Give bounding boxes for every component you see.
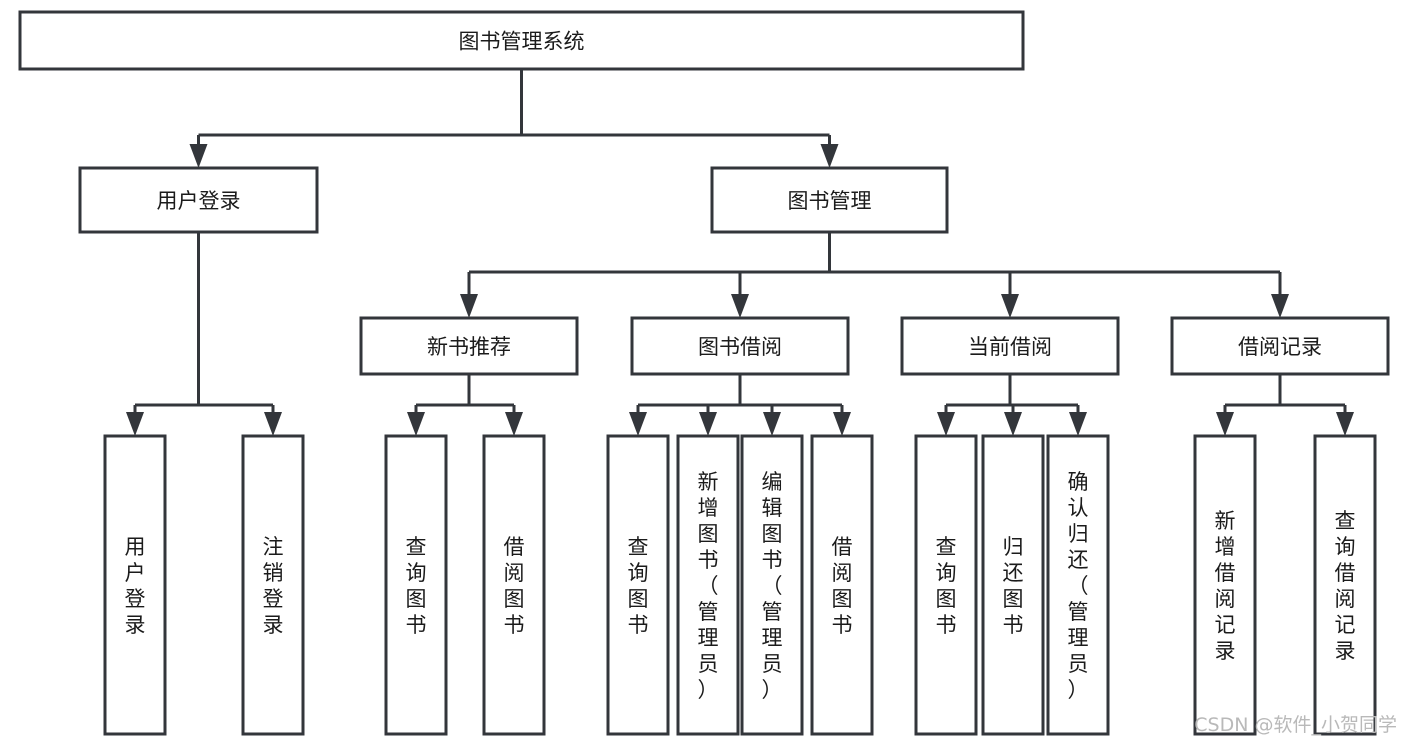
node-borrow-record[interactable]: 借阅记录 [1170, 316, 1390, 376]
node-label: 确认归还（管理员） [1068, 470, 1089, 702]
node-leaf-confirm-return-admin[interactable]: 确认归还（管理员） [1046, 434, 1110, 736]
node-user-login[interactable]: 用户登录 [78, 166, 319, 234]
node-label: 新增图书（管理员） [698, 470, 719, 702]
node-label: 借阅图书 [832, 535, 853, 637]
arrow-head-icon [699, 412, 717, 436]
arrow-head-icon [820, 144, 839, 168]
arrow-head-icon [1001, 294, 1019, 318]
node-leaf-query-book-current[interactable]: 查询图书 [914, 434, 978, 736]
arrow-head-icon [833, 412, 851, 436]
arrow-head-icon [629, 412, 647, 436]
arrow-head-icon [1271, 294, 1289, 318]
node-label: 查询借阅记录 [1335, 509, 1356, 663]
node-book-management[interactable]: 图书管理 [710, 166, 949, 234]
node-leaf-return-book[interactable]: 归还图书 [981, 434, 1045, 736]
node-label: 借阅图书 [504, 535, 525, 637]
node-label: 查询图书 [406, 535, 427, 637]
node-label: 查询图书 [936, 535, 957, 637]
node-label: 编辑图书（管理员） [762, 470, 783, 702]
node-leaf-query-book-borrow[interactable]: 查询图书 [606, 434, 670, 736]
arrow-head-icon [460, 294, 478, 318]
node-leaf-query-book-recommend[interactable]: 查询图书 [384, 434, 448, 736]
arrow-head-icon [1069, 412, 1087, 436]
node-boxes: 图书管理系统用户登录图书管理新书推荐图书借阅当前借阅借阅记录用户登录注销登录查询… [18, 10, 1390, 736]
node-undefined[interactable]: 图书管理系统 [18, 10, 1025, 71]
arrow-head-icon [1216, 412, 1234, 436]
arrow-head-icon [126, 412, 144, 436]
arrow-head-icon [763, 412, 781, 436]
node-label: 归还图书 [1003, 535, 1024, 637]
arrow-head-icon [937, 412, 955, 436]
node-book-borrow[interactable]: 图书借阅 [630, 316, 850, 376]
node-label: 注销登录 [263, 535, 284, 637]
node-label: 图书管理 [788, 189, 872, 213]
node-leaf-user-login[interactable]: 用户登录 [103, 434, 167, 736]
arrow-head-icon [407, 412, 425, 436]
node-current-borrow[interactable]: 当前借阅 [900, 316, 1120, 376]
arrow-head-icon [264, 412, 282, 436]
arrow-head-icon [505, 412, 523, 436]
node-leaf-edit-book-admin[interactable]: 编辑图书（管理员） [740, 434, 804, 736]
node-leaf-add-book-admin[interactable]: 新增图书（管理员） [676, 434, 740, 736]
node-label: 图书管理系统 [459, 30, 585, 54]
node-leaf-borrow-book-recommend[interactable]: 借阅图书 [482, 434, 546, 736]
node-label: 查询图书 [628, 535, 649, 637]
node-label: 借阅记录 [1238, 335, 1322, 359]
arrow-head-icon [1004, 412, 1022, 436]
node-leaf-add-borrow-record[interactable]: 新增借阅记录 [1193, 434, 1257, 736]
arrow-head-icon [731, 294, 749, 318]
node-label: 当前借阅 [968, 335, 1052, 359]
node-new-book-recommend[interactable]: 新书推荐 [359, 316, 579, 376]
connector-lines [126, 69, 1354, 436]
arrow-head-icon [189, 144, 208, 168]
node-label: 新增借阅记录 [1215, 509, 1236, 663]
arrow-head-icon [1336, 412, 1354, 436]
node-leaf-query-borrow-record[interactable]: 查询借阅记录 [1313, 434, 1377, 736]
node-leaf-logout-login[interactable]: 注销登录 [241, 434, 305, 736]
node-leaf-borrow-book[interactable]: 借阅图书 [810, 434, 874, 736]
node-label: 用户登录 [125, 535, 146, 637]
node-label: 图书借阅 [698, 335, 782, 359]
csdn-watermark: CSDN @软件_小贺同学 [1194, 714, 1397, 736]
node-label: 新书推荐 [427, 335, 511, 359]
node-label: 用户登录 [157, 189, 241, 213]
